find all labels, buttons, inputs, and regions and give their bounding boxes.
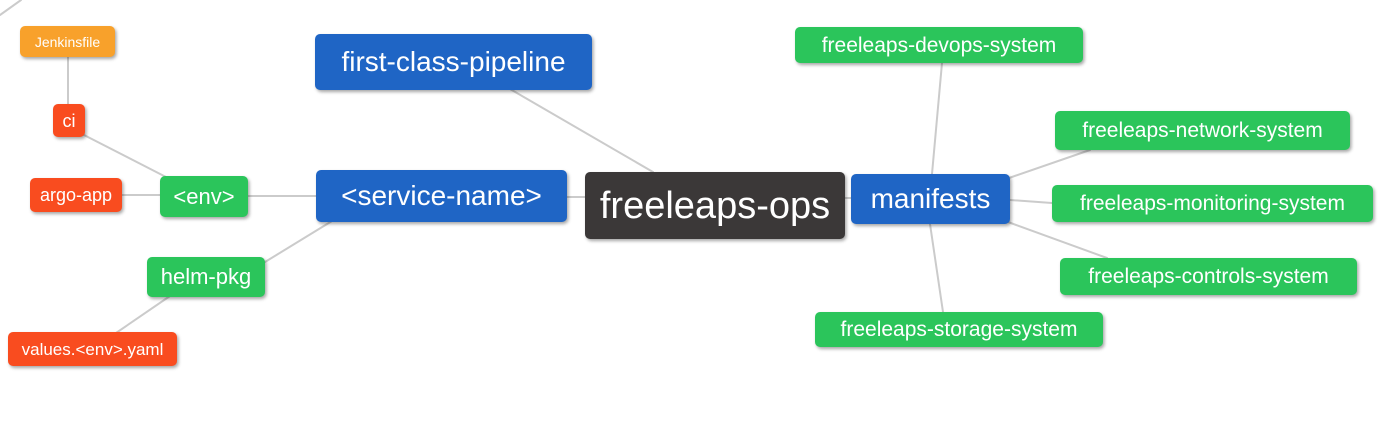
node-freeleaps-monitoring-system[interactable]: freeleaps-monitoring-system (1052, 185, 1373, 222)
node-values-env-yaml[interactable]: values.<env>.yaml (8, 332, 177, 366)
edge-manifests-to-freeleaps-devops-system (931, 62, 943, 175)
node-first-class-pipeline[interactable]: first-class-pipeline (315, 34, 592, 90)
node-freeleaps-network-system[interactable]: freeleaps-network-system (1055, 111, 1350, 150)
node-freeleaps-devops-system[interactable]: freeleaps-devops-system (795, 27, 1083, 63)
edge-helm-pkg-to-service-name (264, 220, 333, 263)
node-helm-pkg[interactable]: helm-pkg (147, 257, 265, 297)
node-jenkinsfile[interactable]: Jenkinsfile (20, 26, 115, 57)
node-freeleaps-storage-system[interactable]: freeleaps-storage-system (815, 312, 1103, 347)
node-manifests[interactable]: manifests (851, 174, 1010, 224)
node-argo-app[interactable]: argo-app (30, 178, 122, 212)
node-env[interactable]: <env> (160, 176, 248, 217)
node-service-name[interactable]: <service-name> (316, 170, 567, 222)
edge-first-class-pipeline-to-freeleaps-ops (509, 88, 654, 173)
edge-ci-to-env (83, 134, 167, 178)
node-freeleaps-controls-system[interactable]: freeleaps-controls-system (1060, 258, 1357, 295)
node-ci[interactable]: ci (53, 104, 85, 137)
edge-manifests-to-freeleaps-network-system (1008, 149, 1091, 179)
node-freeleaps-ops[interactable]: freeleaps-ops (585, 172, 845, 239)
edge-offscreen-to-top-left-corner (0, 0, 22, 16)
edge-manifests-to-freeleaps-monitoring-system (1009, 199, 1053, 204)
edge-manifests-to-freeleaps-storage-system (929, 223, 944, 313)
edge-manifests-to-freeleaps-controls-system (1007, 221, 1108, 259)
edge-helm-pkg-to-values-env-yaml (115, 295, 171, 334)
